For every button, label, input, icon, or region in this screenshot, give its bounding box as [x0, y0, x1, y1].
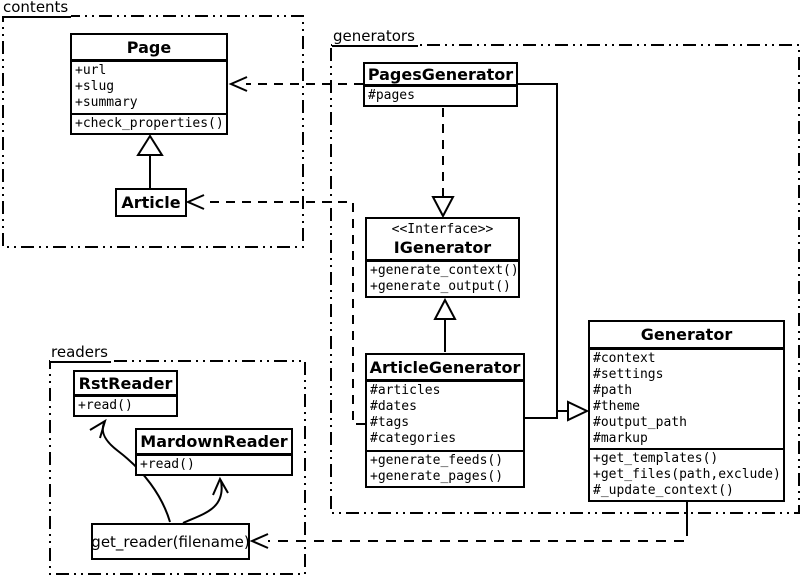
method: +generate_output() — [370, 279, 511, 294]
class-article: Article — [115, 188, 187, 217]
method: +read() — [78, 398, 133, 413]
method: +generate_context() — [370, 263, 519, 278]
attribute: +slug — [75, 79, 115, 94]
method: +get_files(path,exclude) — [593, 467, 781, 482]
arrow-getreader-to-rstreader — [89, 418, 171, 523]
package-readers-label: readers — [50, 345, 111, 363]
arrow-generator-to-getreader-dependency — [249, 502, 688, 549]
class-rstreader-methods: +read() — [75, 397, 176, 415]
attribute: #path — [593, 383, 633, 398]
attribute: #articles — [370, 383, 441, 398]
attribute: #dates — [370, 399, 417, 414]
method: +generate_feeds() — [370, 453, 504, 468]
attribute: #context — [593, 351, 656, 366]
attribute: #settings — [593, 367, 664, 382]
class-articlegenerator: ArticleGenerator #articles #dates #tags … — [365, 353, 525, 488]
attribute: +summary — [75, 95, 138, 110]
attribute: #categories — [370, 431, 457, 446]
class-mardownreader-methods: +read() — [137, 456, 291, 474]
arrow-generators-to-generator-generalization — [518, 83, 590, 422]
class-generator: Generator #context #settings #path #them… — [588, 320, 785, 502]
class-articlegenerator-methods: +generate_feeds() +generate_pages() — [367, 452, 523, 486]
attribute: #tags — [370, 415, 410, 430]
package-contents-border — [2, 15, 304, 248]
class-pagesgenerator-name: PagesGenerator — [365, 64, 516, 87]
arrow-articlegenerator-to-article-dependency — [185, 194, 365, 425]
class-page-attributes: +url +slug +summary — [72, 62, 226, 115]
method: +get_templates() — [593, 451, 719, 466]
attribute: #theme — [593, 399, 640, 414]
class-rstreader: RstReader +read() — [73, 370, 178, 417]
package-readers-border — [49, 360, 306, 575]
method: +check_properties() — [75, 116, 224, 131]
function-get-reader: get_reader(filename) — [91, 523, 250, 560]
arrow-pagesgenerator-to-igenerator-realization — [431, 108, 455, 219]
class-mardownreader: MardownReader +read() — [135, 428, 293, 476]
class-pagesgenerator: PagesGenerator #pages — [363, 62, 518, 107]
class-pagesgenerator-attributes: #pages — [365, 87, 516, 105]
class-igenerator: <<Interface>> IGenerator +generate_conte… — [365, 217, 520, 298]
arrow-pagesgenerator-to-page-dependency — [228, 76, 363, 92]
method: #_update_context() — [593, 483, 734, 498]
class-igenerator-methods: +generate_context() +generate_output() — [367, 262, 518, 296]
class-generator-methods: +get_templates() +get_files(path,exclude… — [590, 450, 783, 500]
class-page-methods: +check_properties() — [72, 115, 226, 133]
arrow-articlegenerator-to-igenerator-generalization — [433, 297, 457, 352]
class-articlegenerator-attributes: #articles #dates #tags #categories — [367, 382, 523, 452]
arrow-getreader-to-mardownreader — [182, 476, 229, 524]
attribute: #output_path — [593, 415, 687, 430]
method: +generate_pages() — [370, 469, 504, 484]
class-mardownreader-name: MardownReader — [137, 430, 291, 456]
attribute: #markup — [593, 431, 648, 446]
class-page-name: Page — [72, 35, 226, 62]
method: +read() — [140, 457, 195, 472]
class-articlegenerator-name: ArticleGenerator — [367, 355, 523, 382]
class-igenerator-stereotype: <<Interface>> — [391, 221, 494, 237]
class-generator-attributes: #context #settings #path #theme #output_… — [590, 350, 783, 450]
class-igenerator-name: IGenerator — [393, 237, 492, 257]
attribute: +url — [75, 63, 107, 78]
package-contents-label: contents — [2, 0, 72, 18]
package-generators-label: generators — [332, 29, 418, 47]
class-page: Page +url +slug +summary +check_properti… — [70, 33, 228, 135]
class-rstreader-name: RstReader — [75, 372, 176, 397]
arrow-article-to-page-generalization — [136, 134, 164, 188]
attribute: #pages — [368, 88, 415, 103]
package-generators-border — [330, 44, 800, 514]
class-generator-name: Generator — [590, 322, 783, 350]
class-igenerator-header: <<Interface>> IGenerator — [367, 219, 518, 262]
